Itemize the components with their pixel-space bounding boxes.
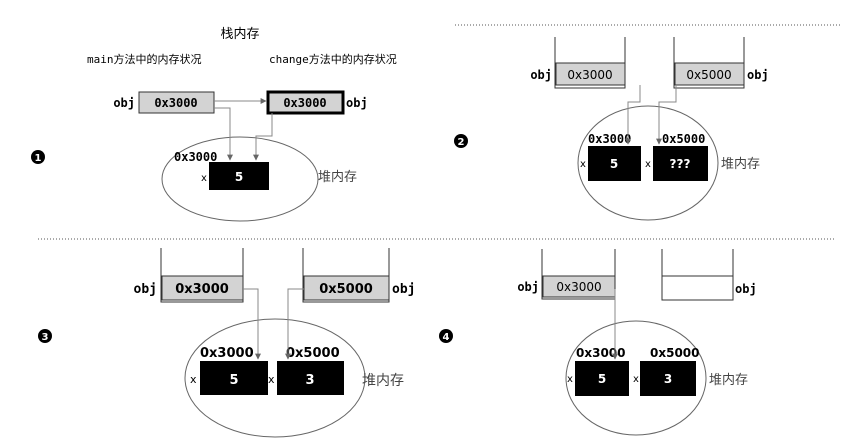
heap-object-1-value: 5 [235, 170, 243, 184]
heap-object-3a-value: 5 [229, 373, 238, 388]
change-obj-var: obj [346, 96, 368, 110]
main-obj-ref-value: 0x3000 [154, 96, 197, 110]
heap-field-3b: x [268, 373, 275, 386]
heap-object-2a-value: 5 [610, 157, 618, 171]
heap-addr-3b: 0x5000 [286, 346, 340, 361]
stack-frame-right-3 [302, 248, 390, 303]
heap-label-3: 堆内存 [362, 373, 404, 389]
panel-3: 3 obj 0x3000 0x5000 obj 0x3000 0x5000 x … [38, 248, 415, 438]
right-ref-pointer-3 [285, 288, 304, 360]
heap-addr-4b: 0x5000 [650, 346, 700, 360]
right-obj-var-2: obj [747, 68, 769, 82]
heap-field-1: x [201, 173, 207, 184]
heap-object-3a [200, 361, 268, 395]
change-method-caption: change方法中的内存状况 [269, 52, 397, 66]
right-obj-var-3: obj [392, 282, 415, 297]
main-method-caption: main方法中的内存状况 [87, 52, 202, 66]
heap-object-3b-value: 3 [305, 373, 314, 388]
change-ref-pointer [253, 113, 273, 161]
step-badge-2-label: 2 [458, 137, 465, 148]
heap-field-4b: x [633, 374, 639, 385]
left-obj-var-4: obj [517, 280, 539, 294]
left-ref-value-3: 0x3000 [175, 282, 229, 297]
main-obj-var: obj [113, 96, 135, 110]
heap-addr-2b: 0x5000 [662, 132, 705, 146]
left-ref-box-2 [555, 62, 626, 86]
right-ref-box-3 [303, 275, 390, 301]
main-obj-ref-box [138, 91, 215, 114]
stack-frame-left-3 [160, 248, 244, 303]
step-badge-4-label: 4 [443, 332, 450, 343]
heap-field-2a: x [580, 159, 586, 170]
change-obj-ref-box [266, 90, 345, 115]
stack-memory-title: 栈内存 [220, 26, 259, 42]
right-ref-value-3: 0x5000 [319, 282, 373, 297]
heap-object-4b-value: 3 [664, 372, 672, 386]
left-ref-pointer-2 [625, 85, 641, 145]
right-ref-value-2: 0x5000 [686, 68, 731, 82]
panel-1: 1 栈内存 main方法中的内存状况 change方法中的内存状况 obj 0x… [31, 26, 397, 222]
heap-label-2: 堆内存 [721, 156, 760, 172]
step-badge-4 [439, 329, 453, 343]
change-obj-ref-value: 0x3000 [283, 96, 326, 110]
heap-field-4a: x [567, 374, 573, 385]
heap-object-4b [640, 361, 696, 396]
heap-addr-3a: 0x3000 [200, 346, 254, 361]
heap-object-2a [588, 146, 641, 181]
heap-object-2b-value: ??? [670, 157, 691, 171]
right-ref-pointer-2 [656, 85, 677, 145]
step-badge-2 [454, 134, 468, 148]
step-badge-1 [31, 150, 45, 164]
left-ref-pointer-3 [243, 288, 261, 360]
heap-object-2b [653, 146, 708, 181]
heap-ellipse-3 [184, 318, 366, 438]
main-ref-pointer [214, 107, 233, 161]
left-ref-value-4: 0x3000 [556, 280, 601, 294]
left-obj-var-3: obj [134, 282, 157, 297]
heap-field-3a: x [190, 373, 197, 386]
left-ref-box-4 [542, 275, 616, 298]
step-badge-3 [38, 329, 52, 343]
heap-ellipse-1 [161, 136, 319, 222]
left-ref-box-3 [161, 275, 244, 301]
heap-object-4a-value: 5 [598, 372, 606, 386]
heap-field-2b: x [645, 159, 651, 170]
heap-label-1: 堆内存 [318, 169, 357, 185]
right-obj-var-4: obj [735, 282, 757, 296]
heap-addr-4a: 0x3000 [576, 346, 626, 360]
stack-frame-left-4 [541, 249, 616, 300]
heap-object-3b [277, 361, 344, 395]
left-ref-value-2: 0x3000 [567, 68, 612, 82]
heap-addr-1: 0x3000 [174, 150, 217, 164]
heap-label-4: 堆内存 [709, 372, 748, 388]
heap-ellipse-2 [577, 105, 719, 221]
right-ref-box-2 [674, 62, 745, 86]
heap-object-4a [575, 361, 629, 396]
step-badge-1-label: 1 [35, 153, 42, 164]
stack-frame-right-4 [661, 249, 734, 301]
panel-2: 2 obj 0x3000 0x5000 obj 0x3000 0x5000 x … [454, 37, 769, 221]
heap-addr-2a: 0x3000 [588, 132, 631, 146]
heap-ellipse-4 [565, 320, 707, 436]
panel-4: 4 obj 0x3000 obj 0x3000 0x5000 x 5 x 3 堆… [439, 249, 757, 436]
heap-object-1 [209, 162, 269, 190]
left-obj-var-2: obj [530, 68, 552, 82]
step-badge-3-label: 3 [42, 332, 49, 343]
